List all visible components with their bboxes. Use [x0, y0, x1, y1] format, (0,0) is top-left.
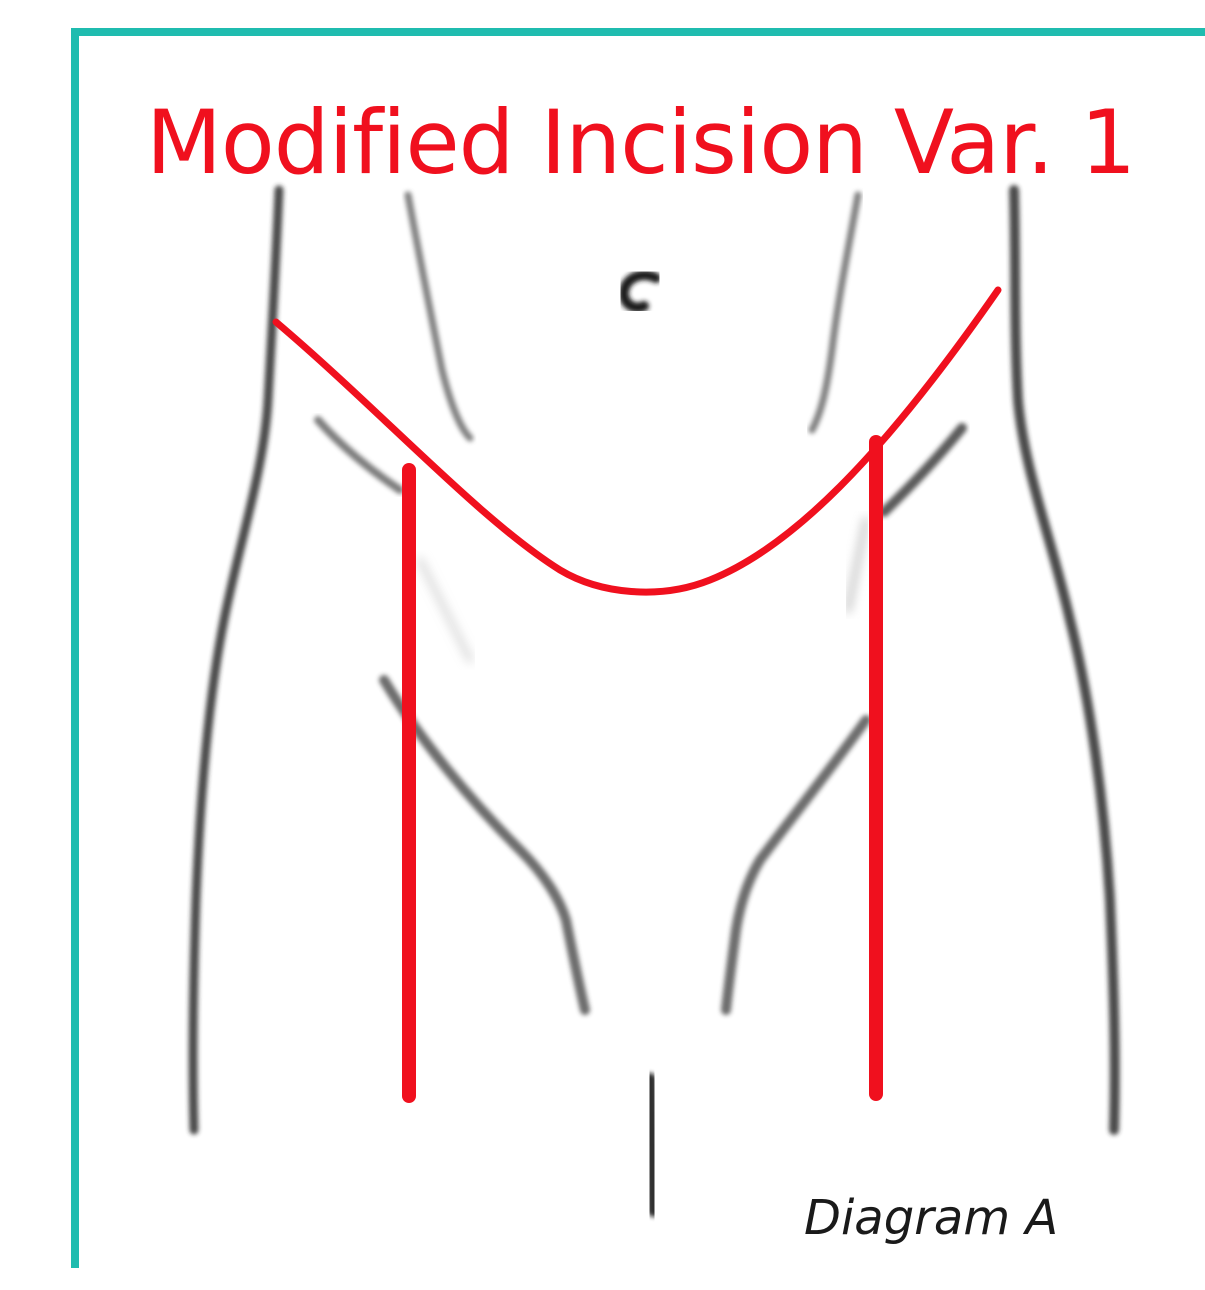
left-abdominal-line [408, 195, 470, 438]
diagram-title: Modified Incision Var. 1 [146, 88, 1135, 198]
diagram-caption: Diagram A [804, 1190, 1058, 1246]
right-hip-crease [884, 428, 962, 512]
navel-mark [624, 275, 656, 307]
right-groin-line [726, 720, 866, 1010]
center-stem [650, 1080, 654, 1210]
incision-lines [276, 290, 998, 1096]
torso-sketch [193, 190, 1115, 1210]
right-body-contour [1014, 190, 1115, 1130]
left-body-contour [193, 190, 279, 1130]
curved-incision-line [276, 290, 998, 592]
left-hip-crease [318, 420, 400, 490]
right-abdominal-line [812, 195, 858, 430]
left-inner-shadow [420, 560, 470, 660]
right-inner-shadow [848, 520, 866, 610]
